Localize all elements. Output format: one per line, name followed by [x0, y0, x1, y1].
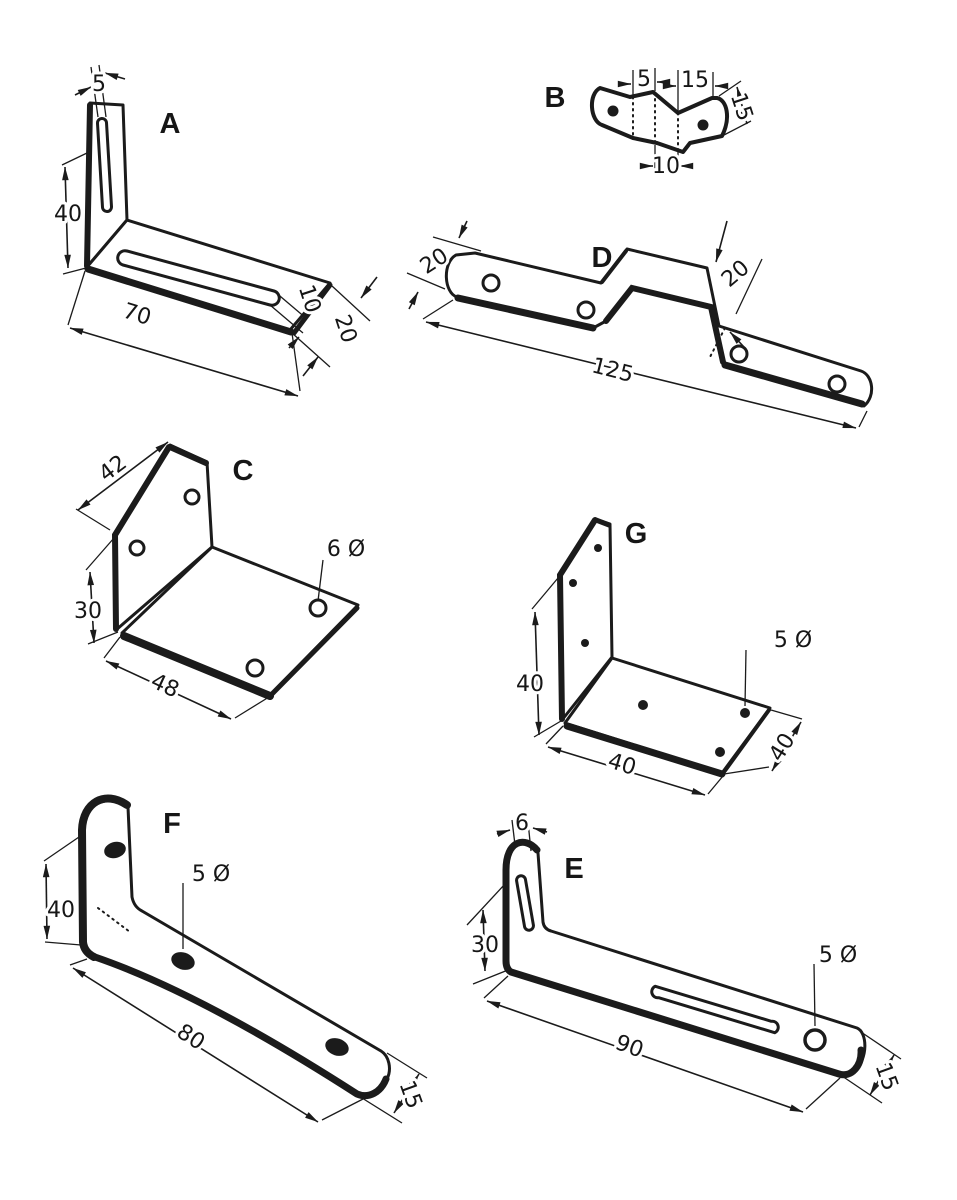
bracket-g-label: G	[625, 518, 648, 550]
bracket-d-hole	[481, 273, 501, 293]
bracket-d-part	[444, 247, 873, 408]
bracket-e-hole	[803, 1028, 827, 1052]
bracket-f-label: F	[163, 808, 181, 840]
bracket-c-hole	[245, 658, 265, 678]
dim-a-slot-width: 5	[92, 72, 106, 97]
bracket-g-end-edge	[722, 708, 771, 774]
bracket-d-hole	[729, 344, 749, 364]
dim-f-hole: 5 Ø	[192, 862, 230, 887]
dim-a-height: 40	[55, 202, 82, 227]
bracket-e-upright-slot	[515, 874, 535, 932]
bracket-g-hole	[581, 639, 589, 647]
dim-a-width: 20	[329, 312, 361, 346]
bracket-g-hole	[594, 544, 602, 552]
bracket-e-outer-edge	[502, 838, 865, 1079]
bracket-d-hole	[827, 374, 847, 394]
dim-g-base-length: 40	[605, 749, 639, 781]
bracket-d-label: D	[592, 242, 613, 274]
bracket-d-body	[444, 247, 873, 408]
dim-f-height: 40	[47, 898, 75, 923]
bracket-g-hole	[715, 747, 725, 757]
dim-d-length: 125	[589, 353, 636, 387]
bracket-e-label: E	[564, 853, 583, 885]
dim-e-height: 30	[471, 933, 499, 958]
bracket-b-part	[590, 86, 730, 154]
bracket-b-figure: 5 15 10 15 B	[545, 64, 761, 182]
bracket-f-outer-edge	[77, 794, 131, 961]
bracket-g-hole	[569, 579, 577, 587]
bracket-f-bend-line	[97, 907, 131, 933]
bracket-e-figure: 6 30 90 5 Ø 15 E	[466, 812, 906, 1113]
bracket-f-dimensions: 40 5 Ø 80 15	[42, 836, 430, 1124]
dim-c-top-width: 42	[94, 450, 131, 487]
bracket-g-figure: 40 40 40 5 Ø G	[513, 517, 815, 796]
bracket-c-label: C	[233, 455, 254, 487]
bracket-g-part	[556, 517, 772, 778]
bracket-a-label: A	[160, 108, 181, 140]
bracket-a-upright-slot	[96, 117, 113, 213]
dim-g-depth: 40	[764, 729, 800, 766]
bracket-f-hole	[325, 1038, 349, 1056]
bracket-g-hole	[740, 708, 750, 718]
bracket-b-label: B	[545, 82, 566, 114]
dim-e-length: 90	[612, 1030, 647, 1063]
bracket-f-part	[77, 794, 391, 1100]
bracket-d-hole	[576, 300, 596, 320]
dim-a-length: 70	[120, 299, 154, 331]
bracket-g-left-edge	[556, 517, 598, 722]
bracket-c-hole	[308, 598, 328, 618]
bracket-a-base-edge	[84, 265, 295, 336]
bracket-a-figure: 5 40 70 10 20 A	[55, 64, 378, 397]
dim-b-depth: 15	[725, 90, 757, 124]
bracket-d-figure: 20 20 125 D	[406, 220, 873, 429]
dim-e-slot-width: 6	[515, 812, 529, 836]
dim-e-hole: 5 Ø	[819, 943, 857, 968]
bracket-c-hole	[183, 488, 201, 506]
dim-b-right: 15	[681, 68, 709, 93]
dim-g-height: 40	[516, 672, 544, 697]
bracket-c-end-edge	[269, 605, 360, 697]
bracket-b-hole	[607, 105, 619, 117]
bracket-f-hole	[104, 841, 126, 859]
bracket-a-upright-edge	[84, 102, 93, 269]
bracket-d-slope-edge	[600, 249, 628, 284]
bracket-f-hole	[171, 952, 195, 970]
bracket-g-hole	[638, 700, 648, 710]
dim-g-hole: 5 Ø	[774, 628, 812, 653]
dim-c-base-length: 48	[147, 669, 183, 703]
bracket-f-figure: 40 5 Ø 80 15 F	[42, 794, 430, 1124]
bracket-b-body	[590, 86, 730, 154]
bracket-c-figure: 42 30 48 6 Ø C	[71, 441, 368, 720]
bracket-c-top-edge	[167, 444, 209, 466]
dim-b-bottom: 10	[652, 154, 680, 179]
dim-c-hole: 6 Ø	[327, 537, 365, 562]
bracket-e-part	[502, 838, 867, 1079]
dim-c-height: 30	[74, 599, 102, 624]
bracket-c-hole	[128, 539, 146, 557]
bracket-a-part	[84, 101, 333, 336]
bracket-g-top-edge	[593, 517, 612, 528]
bracket-c-part	[111, 443, 360, 700]
dim-b-left: 5	[637, 67, 651, 92]
bracket-b-hole	[697, 119, 709, 131]
